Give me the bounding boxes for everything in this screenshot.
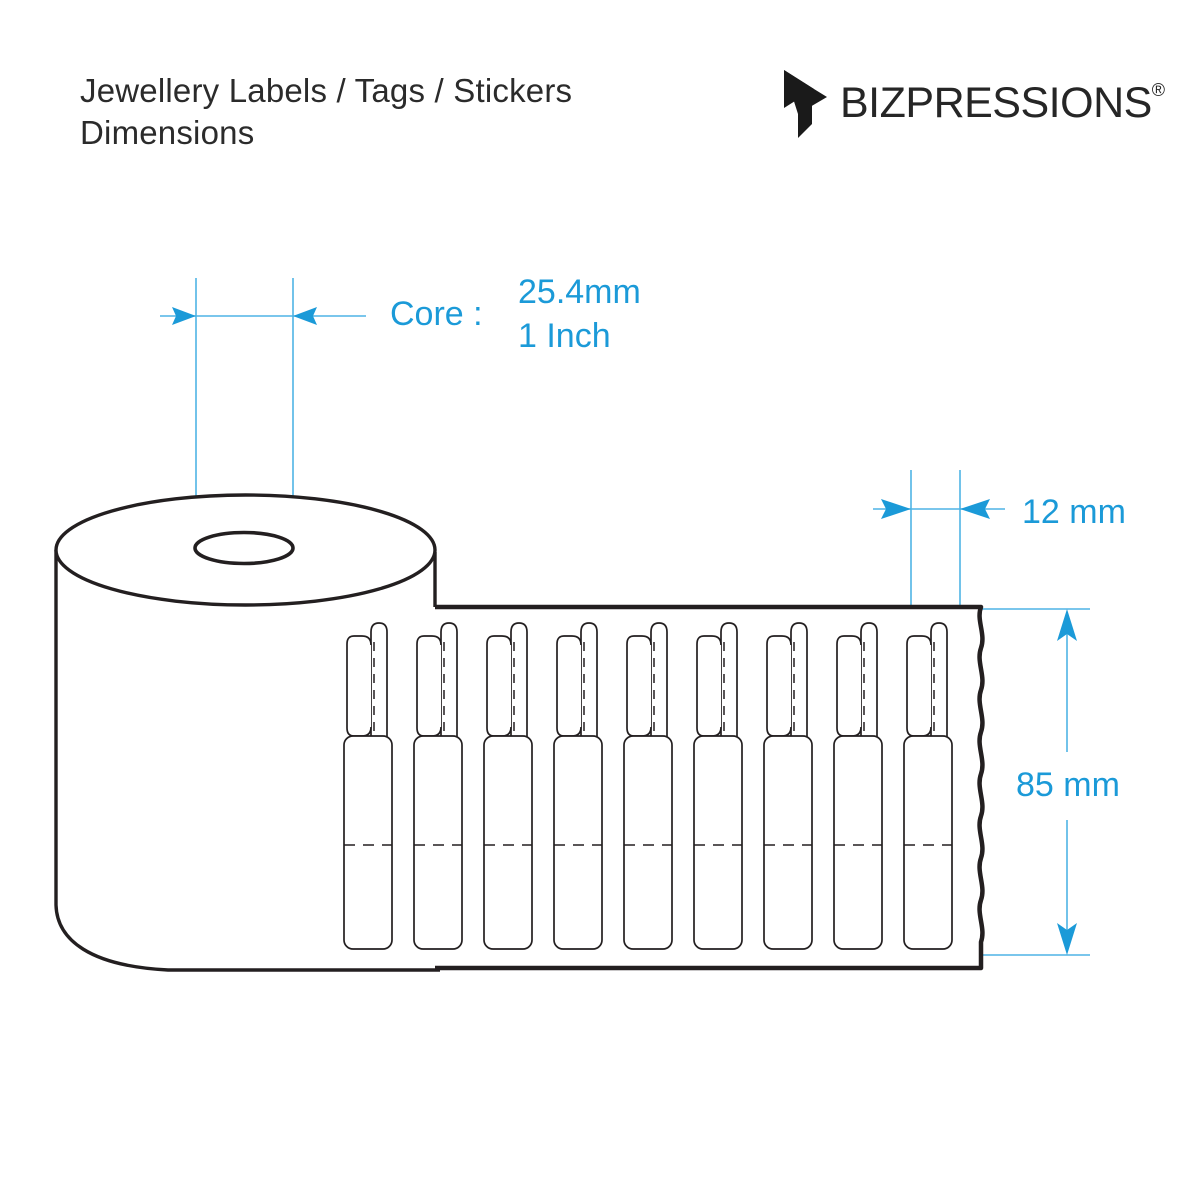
tag-flap bbox=[556, 635, 582, 737]
registered-trademark-symbol: ® bbox=[1151, 80, 1166, 100]
tag-flap bbox=[696, 635, 722, 737]
tag-flap bbox=[626, 635, 652, 737]
core-dimension-value: 25.4mm 1 Inch bbox=[518, 273, 641, 355]
tag-stem bbox=[930, 622, 948, 741]
width-dimension-arrows bbox=[881, 499, 990, 519]
tag bbox=[343, 616, 393, 950]
tag-body bbox=[343, 735, 393, 950]
tag-stem bbox=[650, 622, 668, 741]
tag bbox=[833, 622, 883, 950]
jewellery-tag-group bbox=[343, 616, 953, 950]
tag bbox=[763, 622, 813, 950]
bizpressions-arrow-mark-icon bbox=[784, 70, 827, 138]
tag-flap bbox=[906, 635, 932, 737]
core-dimension-label: Core : bbox=[390, 295, 483, 333]
tag-stem bbox=[860, 622, 878, 741]
tag-flap bbox=[766, 635, 792, 737]
tag-stem bbox=[370, 622, 388, 741]
tag bbox=[553, 622, 603, 950]
tag-body bbox=[833, 735, 883, 950]
brand-name: BIZPRESSIONS bbox=[840, 79, 1152, 127]
height-dimension-arrows bbox=[1057, 609, 1077, 955]
core-arrow-left bbox=[172, 307, 196, 325]
tag-stem bbox=[720, 622, 738, 741]
height-dimension-value: 85 mm bbox=[1016, 766, 1120, 804]
tag-stem bbox=[580, 622, 598, 741]
core-dimension-arrows bbox=[172, 307, 317, 325]
height-arrow-top bbox=[1057, 609, 1077, 641]
tag-body bbox=[413, 735, 463, 950]
tag-body bbox=[903, 735, 953, 950]
tag bbox=[693, 622, 743, 950]
tag-stem bbox=[440, 622, 458, 741]
tag-stem bbox=[790, 622, 808, 741]
width-arrow-right bbox=[960, 499, 990, 519]
page-title: Jewellery Labels / Tags / Stickers Dimen… bbox=[80, 72, 573, 151]
height-arrow-bottom bbox=[1057, 923, 1077, 955]
tag bbox=[413, 622, 463, 950]
roll-core-hole bbox=[193, 530, 295, 566]
tag bbox=[483, 622, 533, 950]
width-dimension-value: 12 mm bbox=[1022, 493, 1126, 531]
tag-stem bbox=[510, 622, 528, 741]
tag-body bbox=[763, 735, 813, 950]
width-arrow-left bbox=[881, 499, 911, 519]
roll-side-wall bbox=[56, 550, 435, 970]
core-arrow-right bbox=[293, 307, 317, 325]
tag-flap bbox=[486, 635, 512, 737]
brand-logo: BIZPRESSIONS ® bbox=[782, 68, 1165, 140]
tag-flap bbox=[346, 635, 372, 737]
tag-body bbox=[623, 735, 673, 950]
tag-body bbox=[693, 735, 743, 950]
tag-flap bbox=[416, 635, 442, 737]
tag-body bbox=[553, 735, 603, 950]
tag bbox=[623, 622, 673, 950]
tag-flap bbox=[836, 635, 862, 737]
tag bbox=[903, 622, 953, 950]
tag-body bbox=[483, 735, 533, 950]
roll-outline bbox=[54, 550, 440, 972]
